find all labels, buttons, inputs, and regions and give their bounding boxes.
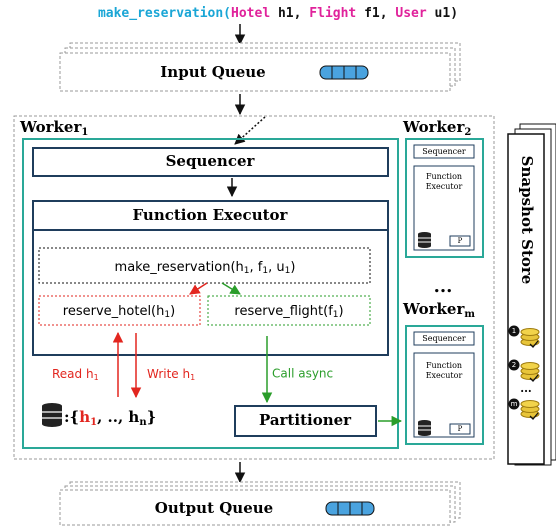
worker-2-label: Worker2 (402, 118, 471, 138)
worker-2-sequencer-label: Sequencer (422, 147, 466, 156)
worker-1: Worker1 Sequencer Function Executor make… (19, 118, 403, 449)
reserve-hotel-label: reserve_hotel(h1) (63, 304, 175, 320)
root-call-label: make_reservation(h1, f1, u1) (115, 260, 296, 276)
title-type-hotel: Hotel (231, 6, 270, 21)
queue-icon (319, 65, 369, 80)
function-call-title: make_reservation(Hotel h1, Flight f1, Us… (98, 6, 458, 21)
write-label: Write h1 (147, 367, 195, 382)
worker-m-partitioner (449, 423, 471, 435)
state-partition-label: :{h1, .., hn} (64, 408, 156, 428)
database-icon (418, 420, 431, 436)
workers-ellipsis: ... (434, 276, 453, 297)
worker-2-partitioner-label: P (458, 237, 463, 245)
read-label: Read h1 (52, 367, 99, 382)
output-queue: Output Queue (59, 481, 461, 526)
worker-m-executor-label-2: Executor (426, 371, 463, 380)
arrow-to-flight (221, 282, 241, 295)
title-func-name: make_reservation( (98, 6, 231, 21)
output-queue-label: Output Queue (155, 499, 273, 517)
worker-2: Worker2 Sequencer Function Executor P (402, 118, 484, 258)
database-icon (42, 403, 62, 427)
title-arg-f1: f1, (356, 6, 395, 21)
snapshot-coins-m: m (508, 398, 540, 420)
queue-icon (325, 501, 375, 516)
function-executor-title: Function Executor (133, 206, 289, 224)
title-arg-u1: u1) (427, 6, 458, 21)
title-type-flight: Flight (309, 6, 356, 21)
root-call-box (38, 247, 371, 284)
worker-m-box (405, 325, 484, 445)
title-arg-h1: h1, (270, 6, 309, 21)
worker-2-box (405, 138, 484, 258)
input-queue: Input Queue (59, 42, 461, 92)
worker-m-partitioner-label: P (458, 425, 463, 433)
worker-m-sequencer (413, 331, 475, 346)
worker-2-sequencer (413, 144, 475, 159)
worker-m-label: Workerm (402, 300, 475, 320)
arrow-to-hotel (189, 282, 208, 295)
partitioner-label: Partitioner (259, 411, 352, 429)
reserve-hotel-box (38, 295, 201, 326)
worker-2-executor-label-2: Executor (426, 182, 463, 191)
snapshot-coins-2: 2 (508, 359, 540, 382)
worker-2-partitioner (449, 235, 471, 247)
snapshot-badge-m: m (511, 400, 518, 408)
worker-m: Workerm Sequencer Function Executor P (402, 300, 484, 445)
worker-m-executor-label-1: Function (426, 361, 462, 370)
reserve-flight-box (207, 295, 371, 326)
reserve-flight-label: reserve_flight(f1) (234, 304, 343, 320)
worker-1-label: Worker1 (19, 118, 88, 138)
worker-m-sequencer-label: Sequencer (422, 334, 466, 343)
snapshot-badge-1: 1 (512, 327, 516, 335)
database-icon (418, 232, 431, 248)
snapshot-store-label: Snapshot Store (518, 156, 536, 285)
snapshot-badge-2: 2 (512, 361, 516, 369)
sequencer-label: Sequencer (166, 152, 256, 170)
snapshot-coins-1: 1 (508, 325, 540, 348)
snapshot-dots: ... (520, 382, 532, 395)
workers-container (13, 115, 495, 460)
title-type-user: User (395, 6, 426, 21)
sequencer-box (32, 147, 389, 177)
call-async-label: Call async (272, 367, 333, 381)
worker-1-box (22, 138, 399, 449)
worker-2-executor-label-1: Function (426, 172, 462, 181)
partitioner-box (234, 405, 377, 437)
snapshot-store: Snapshot Store 1 2 ... m (507, 123, 556, 466)
input-queue-label: Input Queue (160, 63, 265, 81)
